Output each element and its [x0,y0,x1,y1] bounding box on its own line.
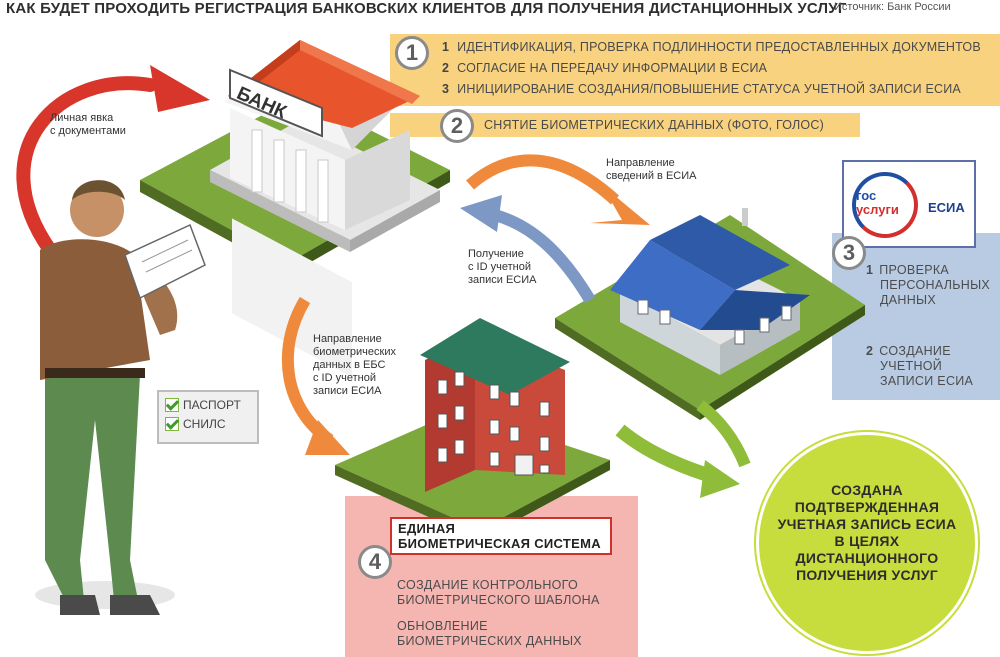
personal-visit-line2: с документами [50,125,126,138]
step1-item-3-num: 3 [442,82,449,96]
snils-label: СНИЛС [183,417,226,431]
result-line3: УЧЕТНАЯ ЗАПИСЬ ЕСИА [756,516,978,533]
to-ebs-line2: биометрических [313,346,396,359]
to-ebs-line1: Направление [313,333,396,346]
gosuslugi-gos: гос [856,188,876,203]
ebs-title-box: ЕДИНАЯ БИОМЕТРИЧЕСКАЯ СИСТЕМА [390,517,612,555]
personal-visit-line1: Личная явка [50,112,126,125]
ebs-building-icon [420,318,570,492]
step1-item-3-text: ИНИЦИИРОВАНИЕ СОЗДАНИЯ/ПОВЫШЕНИЕ СТАТУСА… [457,82,961,96]
result-line4: В ЦЕЛЯХ [756,533,978,550]
snils-check-icon [165,417,179,431]
to-esia-label: Направление сведений в ЕСИА [606,157,696,183]
to-ebs-label: Направление биометрических данных в ЕБС … [313,333,396,398]
step3-number-badge: 3 [832,236,866,270]
passport-label: ПАСПОРТ [183,398,241,412]
result-line1: СОЗДАНА [756,482,978,499]
step3-item-1-line1: ПРОВЕРКА [879,263,949,277]
receive-id-line3: записи ЕСИА [468,274,537,287]
step1-item-2-text: СОГЛАСИЕ НА ПЕРЕДАЧУ ИНФОРМАЦИИ В ЕСИА [457,61,767,75]
documents-card: ПАСПОРТ СНИЛС [157,390,259,444]
ebs-title-line1: ЕДИНАЯ [398,521,604,536]
step3-item-2-line1: СОЗДАНИЕ [879,344,951,358]
step1-item-1-text: ИДЕНТИФИКАЦИЯ, ПРОВЕРКА ПОДЛИННОСТИ ПРЕД… [457,40,981,54]
step4-item-2-line1: ОБНОВЛЕНИЕ [397,619,582,634]
step3-item-2-num: 2 [866,344,873,358]
step4-item-1-line2: БИОМЕТРИЧЕСКОГО ШАБЛОНА [397,593,600,608]
gosuslugi-uslugi: услуги [856,202,899,217]
result-line6: ПОЛУЧЕНИЯ УСЛУГ [756,567,978,584]
step3-item-2-line2: УЧЕТНОЙ [866,359,973,374]
esia-logo-text: ЕСИА [928,200,965,215]
receive-id-line1: Получение [468,248,537,261]
result-line5: ДИСТАНЦИОННОГО [756,550,978,567]
step1-number-badge: 1 [395,36,429,70]
step3-item-1-num: 1 [866,263,873,277]
result-text: СОЗДАНА ПОДТВЕРЖДЕННАЯ УЧЕТНАЯ ЗАПИСЬ ЕС… [756,482,978,584]
step1-item-2-num: 2 [442,61,449,75]
step4-item-1: СОЗДАНИЕ КОНТРОЛЬНОГО БИОМЕТРИЧЕСКОГО ША… [397,578,600,608]
step2-number-badge: 2 [440,109,474,143]
esia-logo: гос услуги ЕСИА [842,160,976,248]
receive-id-label: Получение с ID учетной записи ЕСИА [468,248,537,287]
step3-item-1-line3: ДАННЫХ [866,293,990,308]
passport-row: ПАСПОРТ [165,398,251,412]
step4-item-2-line2: БИОМЕТРИЧЕСКИХ ДАННЫХ [397,634,582,649]
receive-id-line2: с ID учетной [468,261,537,274]
to-esia-arrow [470,160,615,200]
to-result-arrow [620,430,718,478]
to-ebs-line4: с ID учетной [313,372,396,385]
step1-item-2: 2 СОГЛАСИЕ НА ПЕРЕДАЧУ ИНФОРМАЦИИ В ЕСИА [442,61,767,75]
to-ebs-line5: записи ЕСИА [313,385,396,398]
passport-check-icon [165,398,179,412]
step1-item-3: 3 ИНИЦИИРОВАНИЕ СОЗДАНИЯ/ПОВЫШЕНИЕ СТАТУС… [442,82,961,96]
step3-item-2-line3: ЗАПИСИ ЕСИА [866,374,973,389]
step4-number-badge: 4 [358,545,392,579]
step3-item-1-line2: ПЕРСОНАЛЬНЫХ [866,278,990,293]
ebs-title-line2: БИОМЕТРИЧЕСКАЯ СИСТЕМА [398,536,604,551]
step1-item-1-num: 1 [442,40,449,54]
to-esia-line1: Направление [606,157,696,170]
step4-item-1-line1: СОЗДАНИЕ КОНТРОЛЬНОГО [397,578,600,593]
step4-item-2: ОБНОВЛЕНИЕ БИОМЕТРИЧЕСКИХ ДАННЫХ [397,619,582,649]
snils-row: СНИЛС [165,417,251,431]
result-line2: ПОДТВЕРЖДЕННАЯ [756,499,978,516]
to-esia-line2: сведений в ЕСИА [606,170,696,183]
step2-text: СНЯТИЕ БИОМЕТРИЧЕСКИХ ДАННЫХ (ФОТО, ГОЛО… [484,118,824,132]
step3-item-2: 2 СОЗДАНИЕ УЧЕТНОЙ ЗАПИСИ ЕСИА [866,344,973,389]
personal-visit-label: Личная явка с документами [50,112,126,138]
to-ebs-line3: данных в ЕБС [313,359,396,372]
step1-item-1: 1 ИДЕНТИФИКАЦИЯ, ПРОВЕРКА ПОДЛИННОСТИ ПРЕ… [442,40,981,54]
step3-item-1: 1 ПРОВЕРКА ПЕРСОНАЛЬНЫХ ДАННЫХ [866,263,990,308]
